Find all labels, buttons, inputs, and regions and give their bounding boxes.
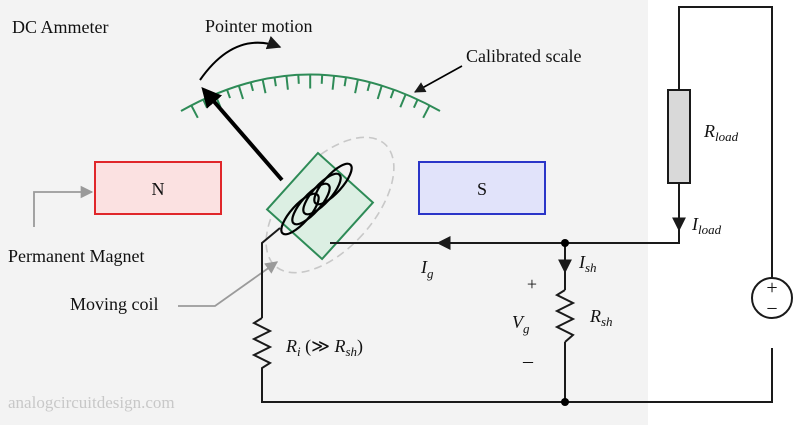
- magnet-north-label: N: [152, 179, 165, 199]
- wire-load-top: [678, 6, 773, 278]
- moving-coil-label: Moving coil: [70, 294, 159, 314]
- scale-tick: [376, 85, 383, 100]
- permanent-magnet-arrow: [33, 185, 94, 227]
- wire-source-bottom: [261, 348, 773, 403]
- source-minus: −: [766, 298, 777, 320]
- r-sh-label: Rsh: [589, 306, 613, 329]
- shunt-resistor: [554, 289, 576, 343]
- calibrated-scale-arrow: [414, 65, 463, 93]
- scale-tick: [354, 79, 359, 94]
- v-g-plus: +: [527, 274, 537, 294]
- coil-windings: [280, 162, 353, 236]
- magnet-south: [418, 161, 546, 215]
- wire-junction-to-load: [565, 183, 680, 244]
- calibrated-scale-label: Calibrated scale: [466, 46, 581, 66]
- v-g-minus: –: [522, 350, 534, 372]
- junction-bottom: [561, 398, 569, 406]
- scale-tick: [343, 77, 347, 87]
- scale-tick: [249, 81, 254, 92]
- pointer-motion-label: Pointer motion: [205, 16, 313, 36]
- i-g-label: Ig: [420, 257, 434, 281]
- scale-tick: [297, 74, 300, 84]
- scale-tick: [389, 89, 395, 99]
- scale-tick: [331, 75, 336, 90]
- magnet-south-label: S: [477, 179, 487, 199]
- magnet-north: [94, 161, 222, 215]
- r-load-label: Rload: [703, 121, 739, 144]
- load-resistor: [667, 89, 691, 184]
- pointer-needle: [201, 86, 284, 182]
- v-g-label: Vg: [512, 312, 530, 336]
- scale-tick: [412, 99, 419, 109]
- internal-resistor: [251, 317, 273, 373]
- wire-ri-to-coil: [261, 227, 281, 318]
- scale-tick: [237, 85, 244, 100]
- scale-tick: [422, 104, 431, 119]
- moving-coil-arrow: [178, 261, 279, 307]
- scale-ticks: [190, 74, 431, 119]
- scale-tick: [399, 93, 407, 108]
- scale-tick: [190, 104, 199, 119]
- scale-tick: [261, 79, 267, 94]
- scale-tick: [226, 89, 231, 99]
- watermark: analogcircuitdesign.com: [8, 393, 175, 412]
- r-i-label: Ri (≫ Rsh): [285, 336, 363, 359]
- title-label: DC Ammeter: [12, 17, 109, 37]
- pointer-motion-arrow: [199, 36, 282, 81]
- scale-tick: [320, 74, 324, 84]
- scale-tick: [285, 75, 289, 90]
- source-plus: +: [766, 277, 777, 299]
- scale-tick: [273, 77, 277, 87]
- i-load-label: Iload: [691, 214, 722, 237]
- scale-tick: [366, 81, 371, 92]
- junction-top: [561, 239, 569, 247]
- current-source: [751, 277, 793, 319]
- i-sh-label: Ish: [578, 252, 597, 275]
- permanent-magnet-label: Permanent Magnet: [8, 246, 144, 266]
